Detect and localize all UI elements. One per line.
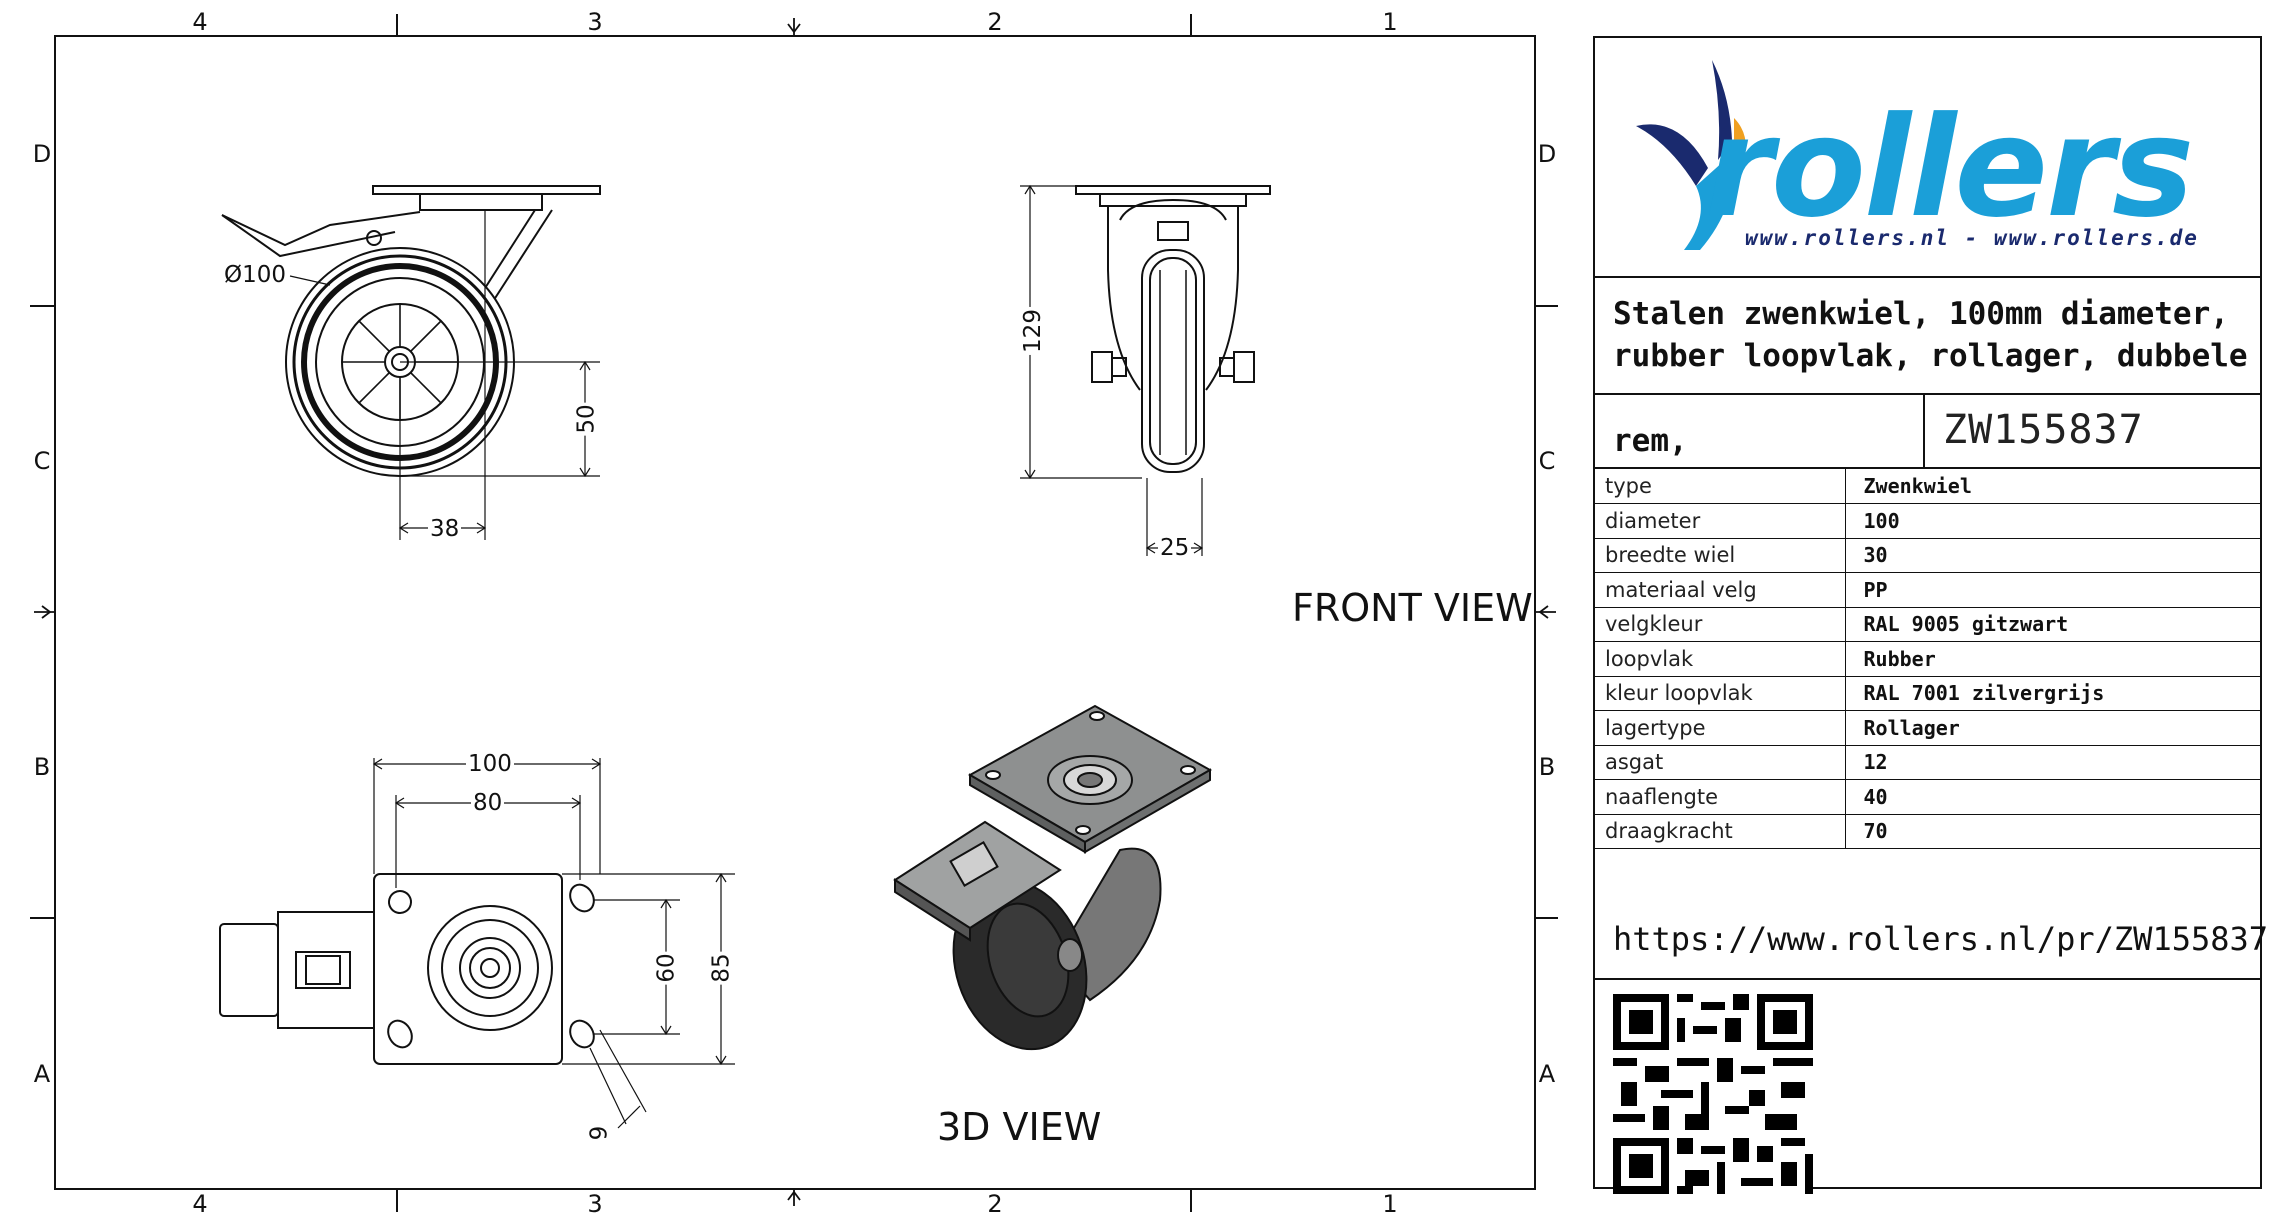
article-divider <box>1923 395 1925 467</box>
spec-key: draagkracht <box>1595 814 1846 849</box>
description-line-2: rubber loopvlak, rollager, dubbele <box>1613 338 2248 374</box>
spec-value: RAL 7001 zilvergrijs <box>1845 676 2260 711</box>
brand-logo: rollers <box>1705 87 2194 248</box>
grid-left-A: A <box>33 1060 51 1088</box>
spec-key: velgkleur <box>1595 607 1846 642</box>
spec-value: Rubber <box>1845 641 2260 677</box>
grid-top-1: 1 <box>1382 8 1398 36</box>
spec-value: 12 <box>1845 745 2260 780</box>
grid-right-B: B <box>1538 753 1556 781</box>
spec-value: RAL 9005 gitzwart <box>1845 607 2260 642</box>
spec-value: 70 <box>1845 814 2260 849</box>
logo-area: rollers www.rollers.nl - www.rollers.de <box>1595 38 2260 278</box>
dim-axle-height: 50 <box>573 402 600 436</box>
grid-right-A: A <box>1538 1060 1556 1088</box>
description-line-1: Stalen zwenkwiel, 100mm diameter, <box>1613 296 2229 332</box>
spec-key: loopvlak <box>1595 641 1846 677</box>
product-url[interactable]: https://www.rollers.nl/pr/ZW155837 <box>1613 920 2269 958</box>
brand-urls: www.rollers.nl - www.rollers.de <box>1745 226 2199 250</box>
grid-bottom-4: 4 <box>192 1190 208 1218</box>
article-row: rem, ZW155837 <box>1595 395 2260 469</box>
grid-right-D: D <box>1537 140 1557 168</box>
grid-bottom-2: 2 <box>987 1190 1003 1218</box>
spec-value: 100 <box>1845 503 2260 539</box>
product-url-row: https://www.rollers.nl/pr/ZW155837 <box>1595 900 2268 980</box>
spec-key: asgat <box>1595 745 1846 780</box>
top-view <box>219 758 735 1129</box>
description-tail: rem, <box>1613 423 1688 459</box>
iso-view <box>893 704 1213 1051</box>
front-view-label: FRONT VIEW <box>1292 586 1533 630</box>
front-view <box>1020 184 1271 556</box>
spec-value: 30 <box>1845 538 2260 573</box>
grid-top-4: 4 <box>192 8 208 36</box>
dim-plate-length: 85 <box>708 951 735 985</box>
spec-value: Zwenkwiel <box>1845 469 2260 504</box>
grid-left-D: D <box>32 140 52 168</box>
dim-offset: 38 <box>428 516 462 542</box>
dim-bolt-length: 60 <box>653 951 680 985</box>
grid-top-3: 3 <box>587 8 603 36</box>
spec-key: breedte wiel <box>1595 538 1846 573</box>
article-code: ZW155837 <box>1943 407 2144 453</box>
spec-key: lagertype <box>1595 710 1846 746</box>
spec-value: Rollager <box>1845 710 2260 746</box>
dim-overall-height: 129 <box>1019 307 1046 355</box>
spec-key: naaflengte <box>1595 779 1846 815</box>
grid-bottom-1: 1 <box>1382 1190 1398 1218</box>
spec-value: 40 <box>1845 779 2260 815</box>
grid-left-B: B <box>33 753 51 781</box>
dim-wheel-diameter: Ø100 <box>222 262 289 288</box>
grid-right-C: C <box>1538 447 1556 475</box>
spec-key: type <box>1595 469 1846 504</box>
grid-left-C: C <box>33 447 51 475</box>
spec-value: PP <box>1845 572 2260 608</box>
dim-bolt-hole: 9 <box>586 1123 613 1143</box>
side-view <box>221 185 601 540</box>
iso-view-label: 3D VIEW <box>937 1105 1102 1149</box>
spec-key: kleur loopvlak <box>1595 676 1846 711</box>
dim-bolt-width: 80 <box>471 790 505 816</box>
bird-logo-icon <box>1636 60 1746 250</box>
qr-code-icon <box>1613 994 1813 1194</box>
spec-key: materiaal velg <box>1595 572 1846 608</box>
dim-plate-width: 100 <box>466 751 514 777</box>
grid-top-2: 2 <box>987 8 1003 36</box>
product-description: Stalen zwenkwiel, 100mm diameter, rubber… <box>1595 278 2260 395</box>
spec-key: diameter <box>1595 503 1846 539</box>
dim-tread-width: 25 <box>1158 535 1192 561</box>
grid-bottom-3: 3 <box>587 1190 603 1218</box>
title-block: rollers www.rollers.nl - www.rollers.de … <box>1593 36 2268 1194</box>
